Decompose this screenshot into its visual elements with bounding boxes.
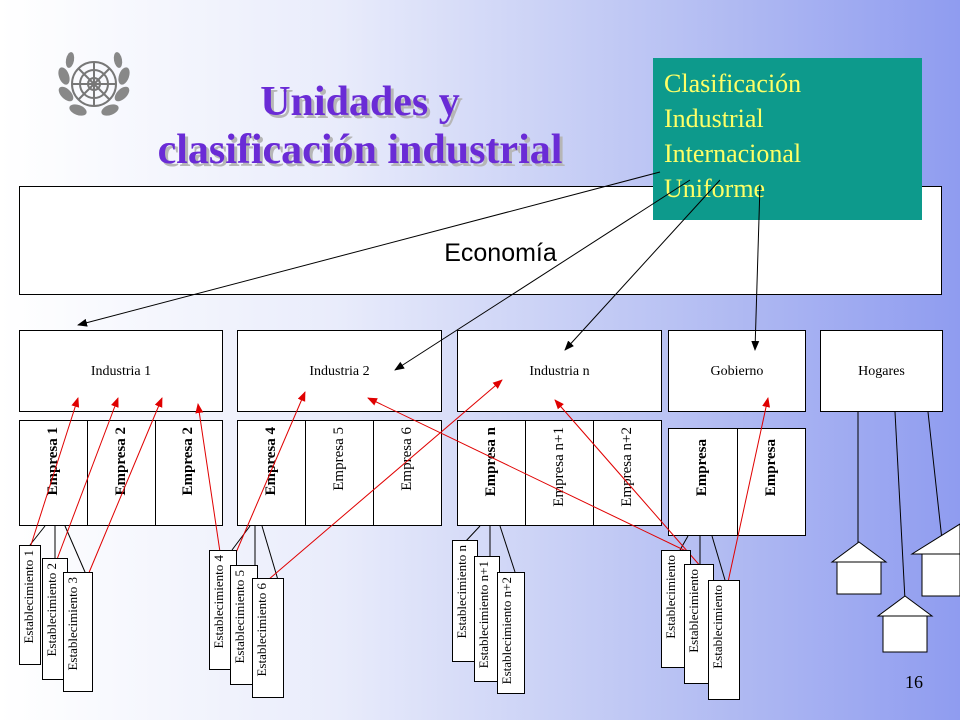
establishment-label: Establecimiento n xyxy=(454,545,469,639)
establishment-box: Establecimiento xyxy=(708,580,740,700)
callout-line-2: Industrial xyxy=(664,104,764,133)
title-line-2: clasificación industrial xyxy=(157,127,563,173)
establishment-label: Establecimiento xyxy=(663,555,678,639)
page-number: 16 xyxy=(905,672,923,692)
callout-line-4: Uniforme xyxy=(664,174,766,203)
firm-box: Empresa 2 xyxy=(88,421,156,525)
sector-label: Industria 2 xyxy=(309,364,370,379)
firm-group-gobierno: Empresa Empresa xyxy=(668,428,806,536)
sector-hogares: Hogares xyxy=(820,330,943,412)
sector-industria-1: Industria 1 xyxy=(19,330,223,412)
establishment-box: Establecimiento 3 xyxy=(63,572,93,692)
establishment-label: Establecimiento xyxy=(710,585,725,669)
firm-group-industria-1: Empresa 1 Empresa 2 Empresa 2 xyxy=(19,420,223,526)
callout-line-3: Internacional xyxy=(664,139,802,168)
establishment-box: Establecimiento n+1 xyxy=(474,556,500,682)
classification-callout: Clasificación Industrial Internacional U… xyxy=(653,58,922,220)
sector-label: Hogares xyxy=(858,364,905,379)
sector-label: Gobierno xyxy=(710,364,764,379)
firm-establishment-lines xyxy=(29,411,943,601)
firm-box: Empresa 4 xyxy=(238,421,306,525)
establishment-label: Establecimiento n+2 xyxy=(499,577,514,685)
firm-box: Empresa xyxy=(669,429,738,535)
establishment-label: Establecimiento 2 xyxy=(44,563,59,657)
establishment-label: Establecimiento xyxy=(686,569,701,653)
establishment-label: Establecimiento 1 xyxy=(21,550,36,644)
firm-box: Empresa 1 xyxy=(20,421,88,525)
firm-box: Empresa n xyxy=(458,421,526,525)
house-icon xyxy=(876,595,934,653)
firm-group-industria-2: Empresa 4 Empresa 5 Empresa 6 xyxy=(237,420,442,526)
house-icon xyxy=(830,541,888,595)
establishment-box: Establecimiento n+2 xyxy=(497,572,525,694)
establishment-label: Establecimiento 6 xyxy=(254,583,269,677)
callout-line-1: Clasificación xyxy=(664,69,802,98)
firm-box: Empresa n+1 xyxy=(526,421,594,525)
establishment-label: Establecimiento 3 xyxy=(65,577,80,671)
classification-arrows xyxy=(77,171,761,371)
establishment-box: Establecimiento 6 xyxy=(252,578,284,698)
un-emblem-icon xyxy=(48,44,140,135)
sector-industria-2: Industria 2 xyxy=(237,330,442,412)
sector-gobierno: Gobierno xyxy=(668,330,806,412)
firm-group-industria-n: Empresa n Empresa n+1 Empresa n+2 xyxy=(457,420,662,526)
sector-label: Industria n xyxy=(529,364,590,379)
establishment-label: Establecimiento 5 xyxy=(232,570,247,664)
page-title: Unidades y clasificación industrial xyxy=(80,78,640,174)
sector-industria-n: Industria n xyxy=(457,330,662,412)
establishment-arrows xyxy=(29,379,770,583)
establishment-label: Establecimiento 4 xyxy=(211,555,226,649)
sector-label: Industria 1 xyxy=(90,364,152,379)
establishment-label: Establecimiento n+1 xyxy=(476,561,491,669)
house-icon xyxy=(910,523,960,597)
firm-box: Empresa 5 xyxy=(306,421,374,525)
title-line-1: Unidades y xyxy=(260,79,460,125)
establishment-box: Establecimiento 1 xyxy=(19,545,41,665)
economy-label: Economía xyxy=(444,239,557,267)
